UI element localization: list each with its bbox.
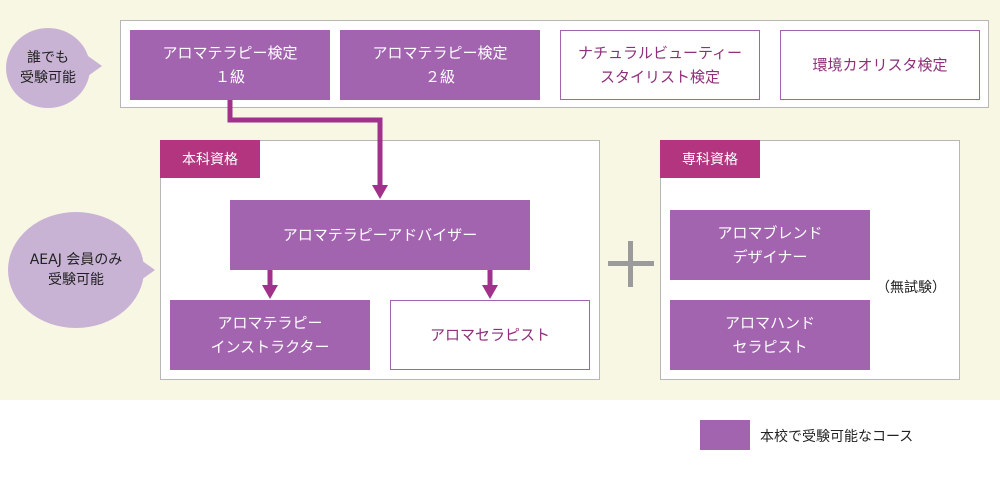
arrowhead-instructor <box>262 285 278 299</box>
natural-beauty-stylist-test: ナチュラルビューティー スタイリスト検定 <box>560 30 760 100</box>
aroma-test-grade2: アロマテラピー検定 ２級 <box>340 30 540 100</box>
members-only-bubble-tail <box>141 260 155 280</box>
legend-swatch <box>700 420 750 450</box>
open-to-all-bubble-tail <box>88 56 102 76</box>
arrowhead-therapist <box>482 285 498 299</box>
specialized-qualifications-tag: 専科資格 <box>660 140 760 178</box>
legend-label: 本校で受験可能なコース <box>760 429 914 445</box>
aroma-blend-designer: アロマブレンド デザイナー <box>670 210 870 280</box>
main-qualifications-tag: 本科資格 <box>160 140 260 178</box>
open-to-all-bubble: 誰でも 受験可能 <box>6 28 90 108</box>
arrow-grade1-to-advisor <box>227 100 383 187</box>
no-exam-note: （無試験） <box>876 280 946 296</box>
arrowhead-advisor <box>372 185 388 199</box>
members-only-bubble: AEAJ 会員のみ 受験可能 <box>8 212 144 328</box>
aroma-hand-therapist: アロマハンド セラピスト <box>670 300 870 370</box>
kankyo-kaorista-test: 環境カオリスタ検定 <box>780 30 980 100</box>
aromatherapy-instructor: アロマテラピー インストラクター <box>170 300 370 370</box>
aroma-therapist: アロマセラピスト <box>390 300 590 370</box>
aromatherapy-advisor: アロマテラピーアドバイザー <box>230 200 530 270</box>
aroma-test-grade1: アロマテラピー検定 １級 <box>130 30 330 100</box>
